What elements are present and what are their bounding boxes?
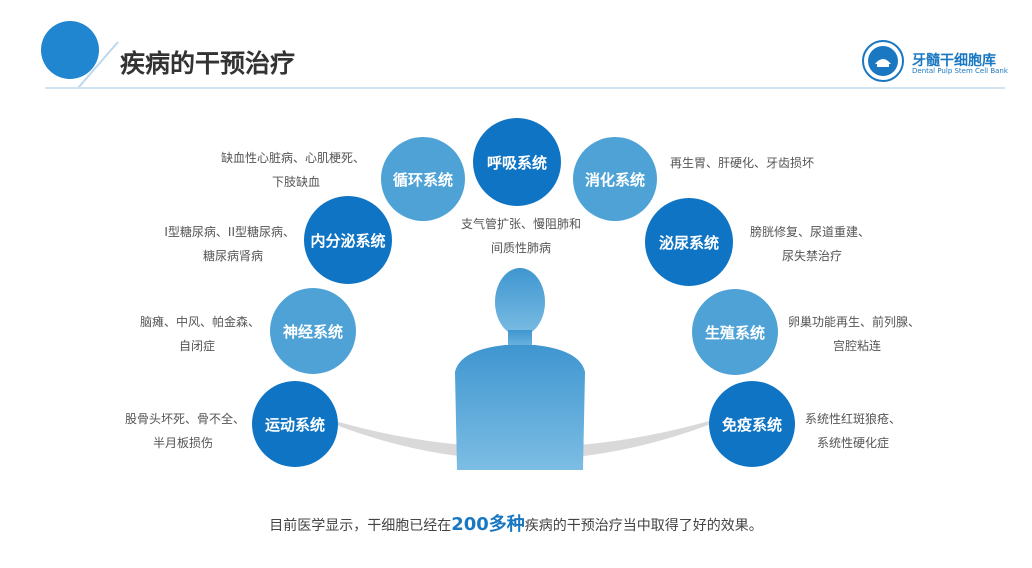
desc-immune: 系统性红斑狼疮、 系统性硬化症 [805, 407, 955, 455]
logo-subtitle: Dental Pulp Stem Cell Bank [912, 67, 1008, 75]
desc-circulatory: 缺血性心脏病、心肌梗死、 下肢缺血 [190, 146, 365, 194]
summary-highlight: 200多种 [451, 514, 525, 535]
desc-line: 股骨头坏死、骨不全、 [124, 412, 245, 426]
system-respiratory: 呼吸系统 [473, 118, 561, 206]
desc-respiratory: 支气管扩张、慢阻肺和 间质性肺病 [446, 212, 596, 260]
desc-line: 卵巢功能再生、前列腺、 [788, 315, 921, 329]
desc-line: 宫腔粘连 [833, 339, 882, 353]
summary-text: 目前医学显示，干细胞已经在200多种疾病的干预治疗当中取得了好的效果。 [0, 510, 1032, 536]
system-endocrine: 内分泌系统 [304, 196, 392, 284]
desc-nervous: 脑瘫、中风、帕金森、 自闭症 [110, 310, 260, 358]
desc-line: 系统性硬化症 [817, 436, 890, 450]
desc-line: 膀胱修复、尿道重建、 [750, 225, 871, 239]
desc-line: 自闭症 [178, 339, 215, 353]
bowl-arc-shadow [300, 410, 745, 460]
desc-line: 脑瘫、中风、帕金森、 [139, 315, 260, 329]
desc-line: 支气管扩张、慢阻肺和 [460, 217, 581, 231]
desc-motor: 股骨头坏死、骨不全、 半月板损伤 [95, 407, 245, 455]
desc-line: 缺血性心脏病、心肌梗死、 [220, 151, 365, 165]
desc-endocrine: I型糖尿病、II型糖尿病、 糖尿病肾病 [130, 220, 295, 268]
summary-after: 疾病的干预治疗当中取得了好的效果。 [524, 518, 763, 534]
system-immune: 免疫系统 [709, 381, 795, 467]
desc-line: 间质性肺病 [490, 241, 551, 255]
desc-line: 半月板损伤 [152, 436, 213, 450]
desc-line: I型糖尿病、II型糖尿病、 [164, 225, 295, 239]
desc-line: 下肢缺血 [271, 175, 320, 189]
header-decoration-icon [41, 21, 119, 89]
page-title: 疾病的干预治疗 [120, 49, 296, 78]
desc-reproductive: 卵巢功能再生、前列腺、 宫腔粘连 [788, 310, 958, 358]
logo-emblem-icon [862, 40, 904, 82]
desc-urinary: 膀胱修复、尿道重建、 尿失禁治疗 [750, 220, 900, 268]
desc-digestive: 再生胃、肝硬化、牙齿损坏 [670, 151, 850, 175]
system-circulatory: 循环系统 [381, 137, 465, 221]
header-divider [45, 87, 1005, 89]
system-digestive: 消化系统 [573, 137, 657, 221]
brand-logo [862, 40, 1012, 82]
summary-before: 目前医学显示，干细胞已经在 [269, 518, 452, 534]
system-nervous: 神经系统 [270, 288, 356, 374]
system-motor: 运动系统 [252, 381, 338, 467]
system-reproductive: 生殖系统 [692, 289, 778, 375]
human-silhouette-icon [455, 268, 585, 470]
desc-line: 尿失禁治疗 [782, 249, 843, 263]
system-urinary: 泌尿系统 [645, 198, 733, 286]
logo-name: 牙髓干细胞库 [912, 53, 996, 69]
desc-line: 再生胃、肝硬化、牙齿损坏 [670, 156, 815, 170]
desc-line: 糖尿病肾病 [202, 249, 263, 263]
desc-line: 系统性红斑狼疮、 [805, 412, 902, 426]
